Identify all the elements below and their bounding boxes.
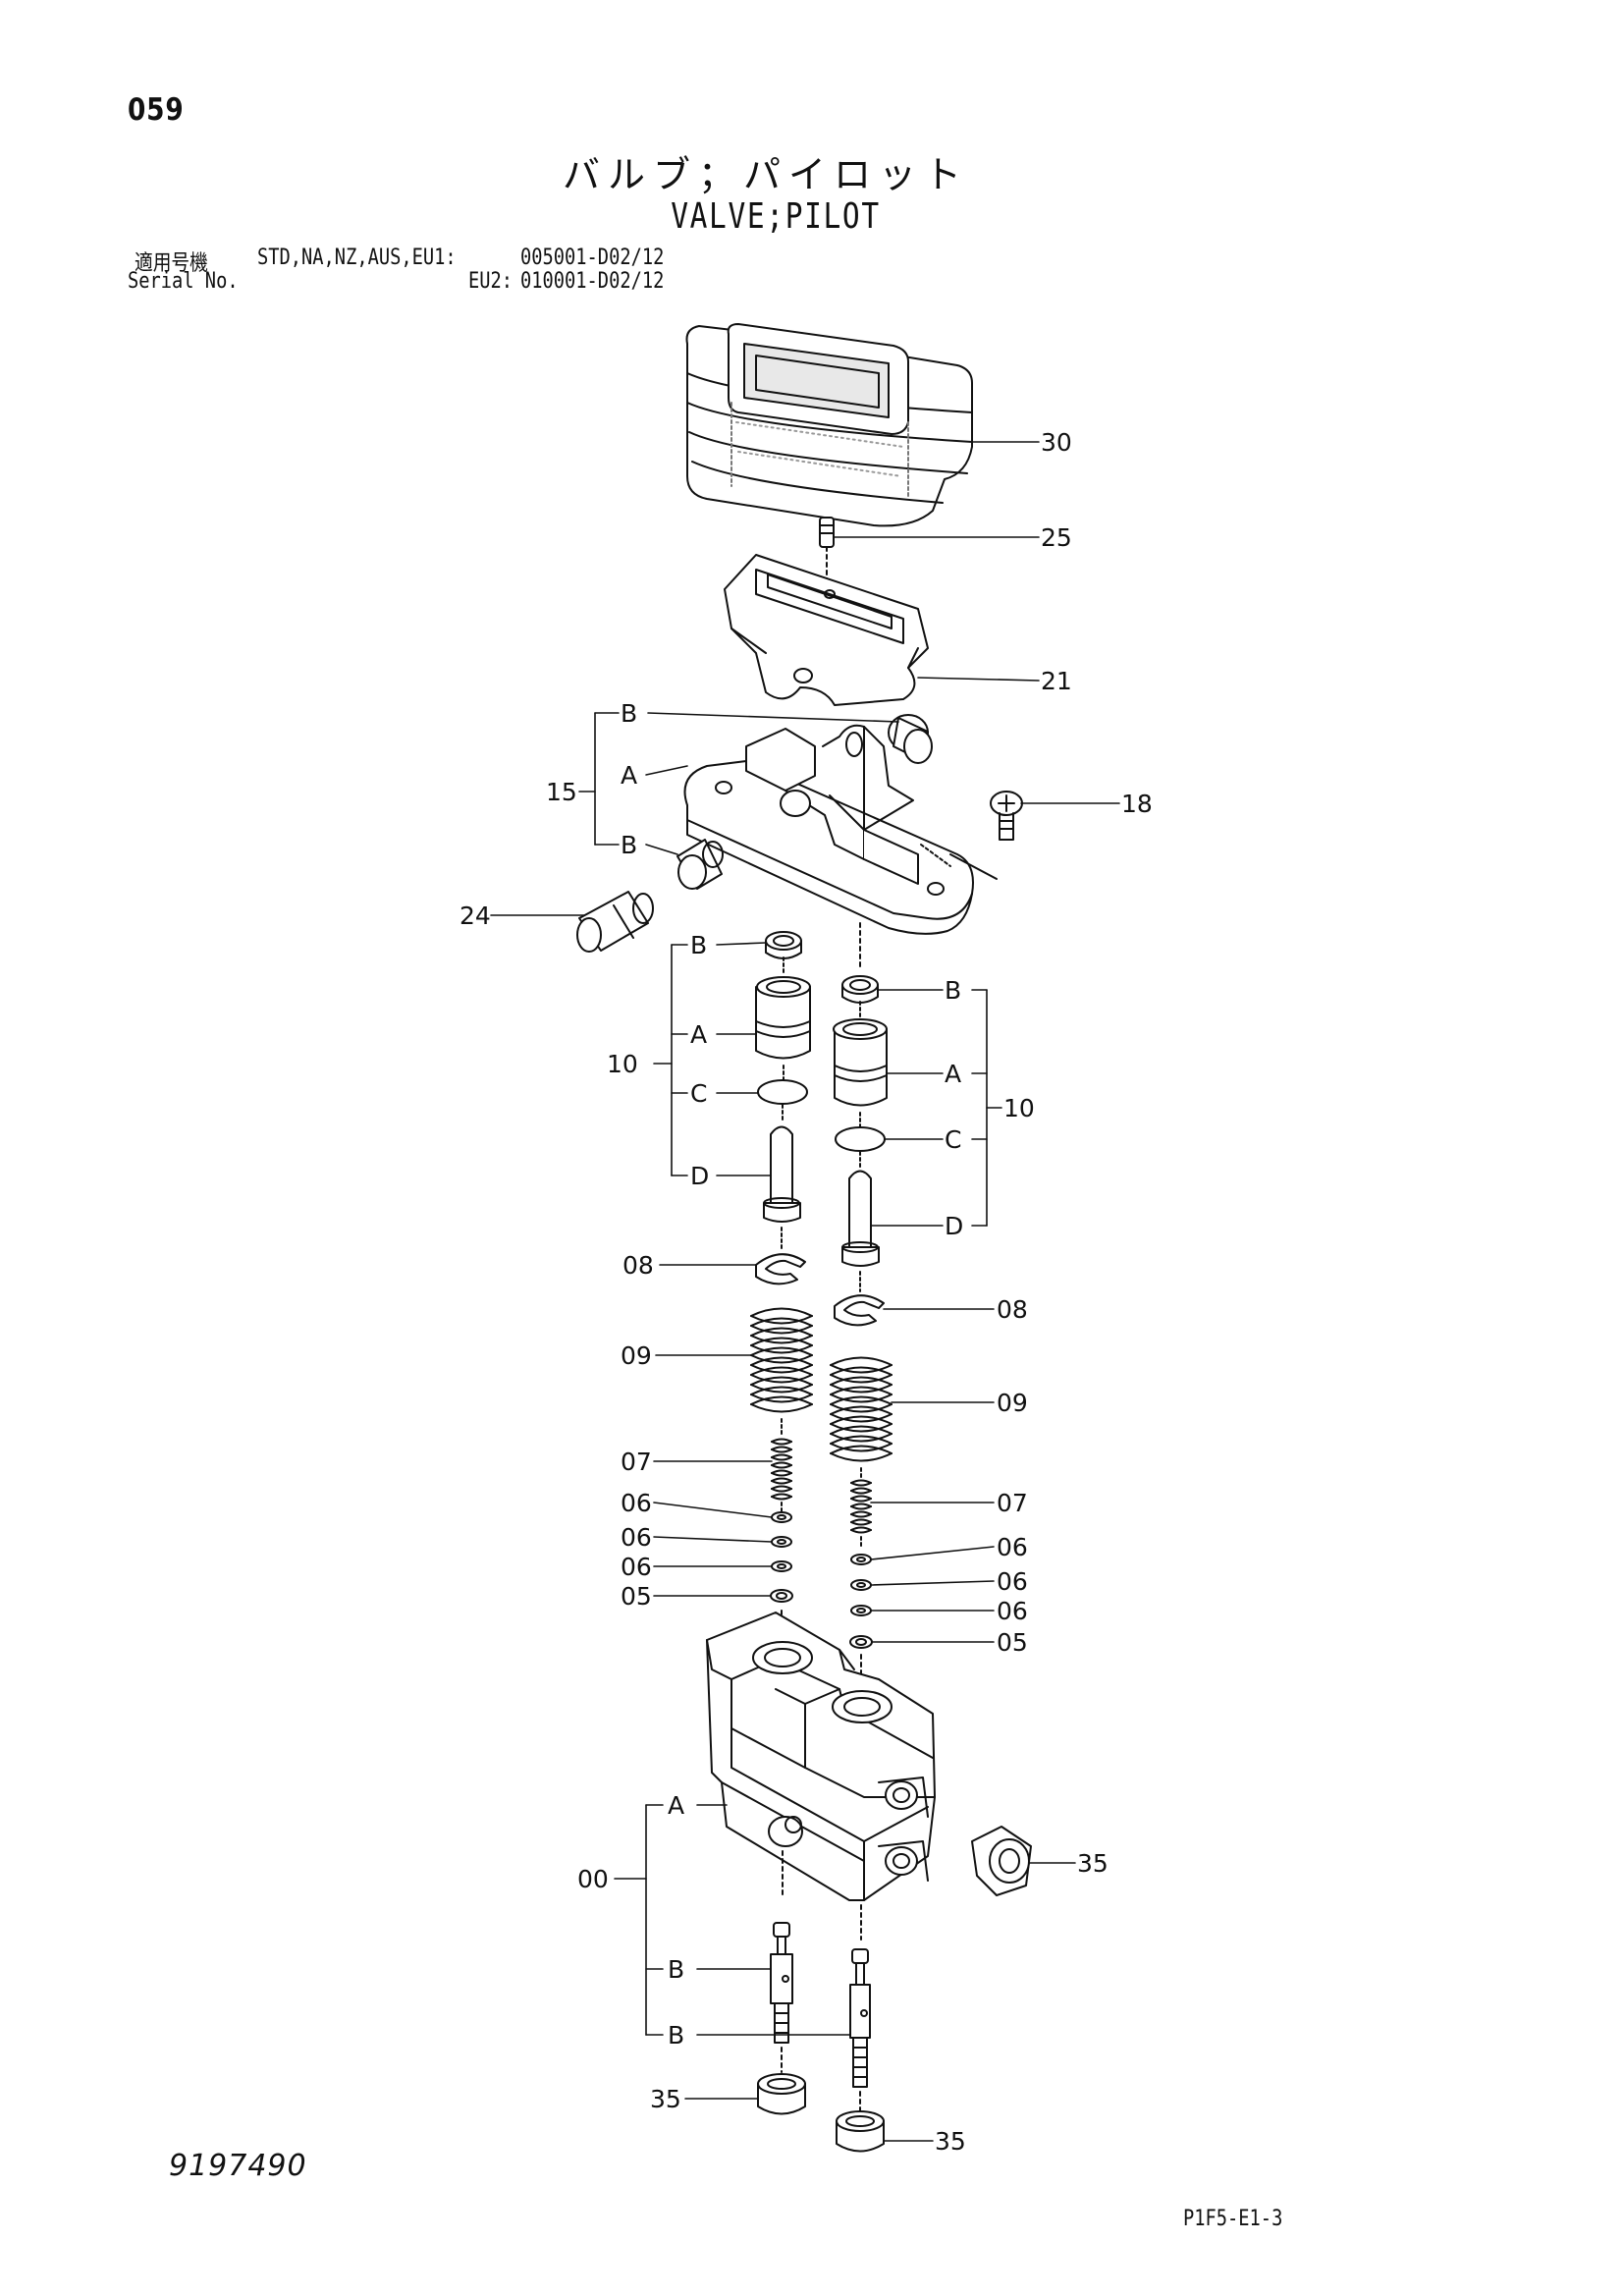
serial-range-2: 010001-D02/12 (520, 269, 665, 294)
callout-05-left: 05 (621, 1582, 652, 1611)
part-15-b-upper (888, 714, 933, 764)
part-35-right-plug (836, 2110, 885, 2153)
callout-06-left-3: 06 (621, 1553, 652, 1581)
callout-labels: 30 25 21 15 18 24 B A B 10 B A C D 10 B … (460, 428, 1153, 2156)
serial-range-1: 005001-D02/12 (520, 246, 665, 270)
part-09-right-spring (830, 1356, 893, 1479)
callout-06-left-2: 06 (621, 1523, 652, 1552)
sublabel-10r-d: D (945, 1212, 963, 1240)
sublabel-10l-b: B (690, 931, 707, 959)
part-35-side-plug (971, 1826, 1032, 1896)
callout-10-right: 10 (1003, 1094, 1035, 1122)
callout-08-right: 08 (997, 1295, 1028, 1324)
drawing-number: 9197490 (169, 2149, 307, 2183)
callout-07-right: 07 (997, 1489, 1028, 1517)
serial-models-2: EU2: (468, 269, 514, 294)
callout-24: 24 (460, 902, 491, 930)
part-30-boot (685, 323, 973, 527)
part-25-set-screw (819, 517, 835, 585)
part-10-right-stack (833, 922, 888, 1327)
serial-label-jp: 適用号機 (135, 251, 208, 276)
callout-15: 15 (546, 778, 577, 806)
callout-08-left: 08 (622, 1251, 654, 1280)
callout-07-left: 07 (621, 1448, 652, 1476)
part-21-plate (724, 554, 929, 706)
callout-35-side: 35 (1077, 1849, 1109, 1878)
part-18-bolt (990, 791, 1023, 841)
part-24-pin (576, 891, 654, 953)
title-english: VALVE;PILOT (671, 196, 881, 237)
callout-06-left-1: 06 (621, 1489, 652, 1517)
callout-06-right-1: 06 (997, 1533, 1028, 1561)
callout-09-right: 09 (997, 1389, 1028, 1417)
callout-09-left: 09 (621, 1341, 652, 1370)
callout-18: 18 (1121, 790, 1153, 818)
sublabel-00-b-lower: B (668, 2021, 684, 2050)
sublabel-10r-b: B (945, 976, 961, 1005)
part-07-right-spring (850, 1479, 872, 1548)
part-07-left-spring (771, 1438, 792, 1513)
sublabel-10l-d: D (690, 1162, 709, 1190)
callout-10-left: 10 (607, 1050, 638, 1078)
sublabel-10l-a: A (690, 1020, 707, 1049)
callout-25: 25 (1041, 523, 1072, 552)
page-code: P1F5-E1-3 (1183, 2207, 1283, 2231)
callout-06-right-2: 06 (997, 1567, 1028, 1596)
sublabel-10l-c: C (690, 1079, 707, 1108)
sublabel-10r-c: C (945, 1125, 961, 1154)
part-10-left-stack (755, 931, 811, 1285)
part-15-b-lower (676, 839, 724, 890)
callout-35-right: 35 (935, 2127, 966, 2156)
callout-21: 21 (1041, 667, 1072, 695)
leader-lines (490, 441, 1120, 2142)
sublabel-15-b-lower: B (621, 831, 637, 859)
sublabel-00-a: A (668, 1791, 684, 1820)
part-15-bracket (683, 724, 998, 935)
callout-05-right: 05 (997, 1628, 1028, 1657)
sublabel-00-b-upper: B (668, 1955, 684, 1984)
callout-30: 30 (1041, 428, 1072, 457)
callout-35-left: 35 (650, 2085, 681, 2113)
title-japanese: バルブ；パイロット (562, 153, 969, 196)
part-09-left-spring (750, 1307, 813, 1437)
sublabel-10r-a: A (945, 1060, 961, 1088)
sublabel-15-a: A (621, 761, 637, 790)
part-35-left-plug (757, 2073, 806, 2115)
part-00-valve-body (706, 1612, 936, 1941)
serial-models-1: STD,NA,NZ,AUS,EU1: (257, 246, 457, 270)
part-00-b-right-spool (849, 1948, 871, 2112)
serial-label-en: Serial No. (128, 269, 239, 294)
sublabel-15-b-upper: B (621, 699, 637, 728)
part-00-b-left-spool (770, 1922, 793, 2073)
page-number: 059 (128, 92, 185, 128)
callout-06-right-3: 06 (997, 1597, 1028, 1625)
callout-00: 00 (577, 1865, 609, 1893)
